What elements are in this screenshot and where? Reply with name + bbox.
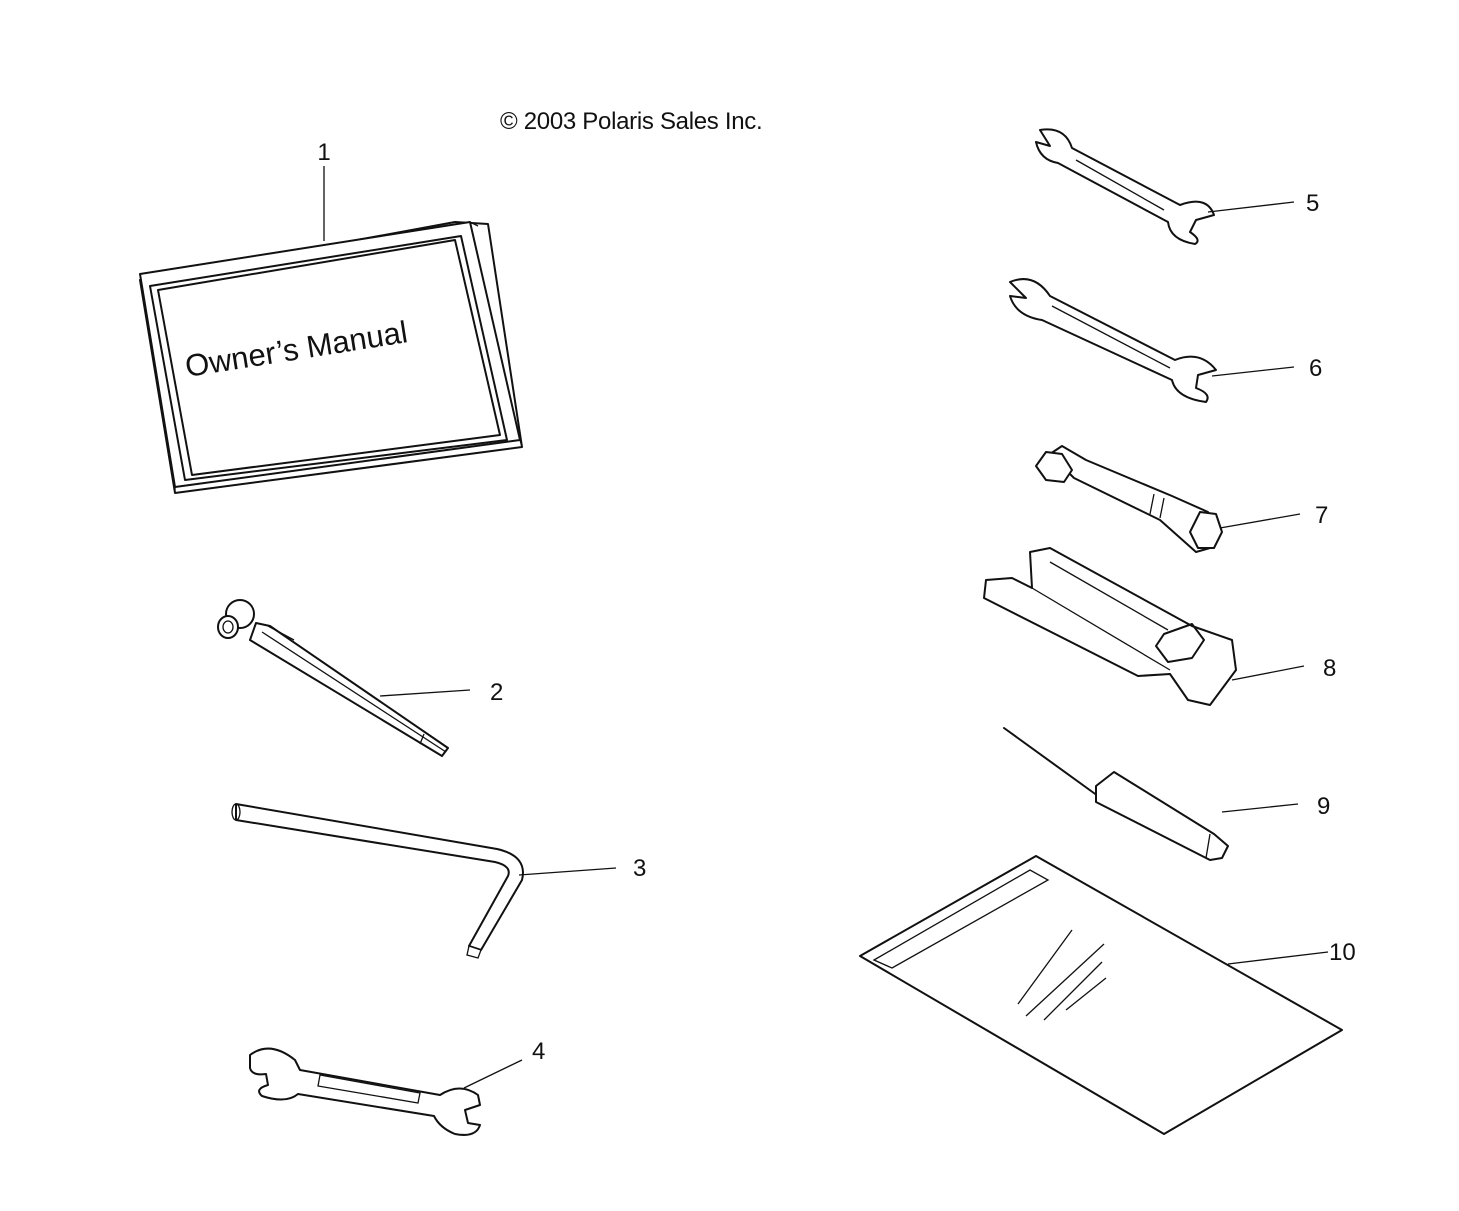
wrench-5-part [1035, 128, 1295, 245]
wrench-small-part [249, 1047, 523, 1136]
callout-9: 9 [1317, 793, 1330, 820]
owners-manual-part: Owner’s Manual [139, 166, 523, 494]
callout-1: 1 [317, 139, 330, 166]
callout-5: 5 [1306, 190, 1319, 217]
callout-7: 7 [1315, 502, 1328, 529]
copyright-notice: © 2003 Polaris Sales Inc. [500, 108, 763, 135]
screwdriver-part [1003, 727, 1299, 861]
callout-2: 2 [490, 679, 503, 706]
pressure-gauge-part [217, 599, 471, 757]
envelope-part [859, 855, 1343, 1135]
wrench-6-part [1009, 278, 1295, 403]
callout-10: 10 [1329, 939, 1356, 966]
callout-4: 4 [532, 1038, 545, 1065]
callout-8: 8 [1323, 655, 1336, 682]
spark-plug-tool-part [983, 547, 1305, 706]
callout-3: 3 [633, 855, 646, 882]
hex-key-part [231, 803, 617, 959]
callout-6: 6 [1309, 355, 1322, 382]
socket-wrench-part [1035, 445, 1301, 553]
